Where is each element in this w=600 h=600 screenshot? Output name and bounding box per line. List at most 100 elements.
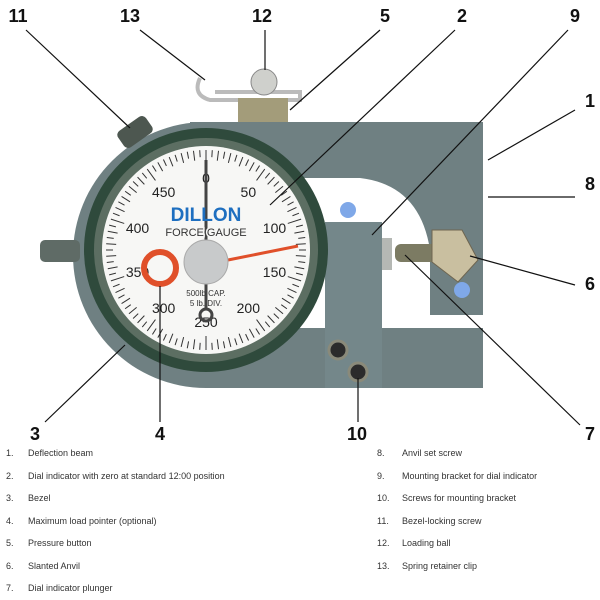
callout-line [469, 255, 576, 286]
callout-line [44, 344, 126, 423]
legend-number: 11. [377, 515, 389, 526]
dial-tick [146, 168, 156, 181]
legend-item: 11. Bezel-locking screw [377, 516, 482, 526]
callout-number: 12 [252, 6, 272, 26]
dial-brand: DILLON [171, 205, 242, 226]
legend-number: 8. [377, 448, 385, 458]
dial-tick [222, 151, 226, 159]
legend-number: 13. [377, 560, 390, 571]
slanted-anvil [431, 229, 479, 283]
legend-number: 5. [6, 538, 14, 548]
dial-tick [107, 230, 118, 234]
dial-scale-label: 300 [152, 300, 176, 316]
dial-tick [267, 315, 275, 324]
dial-tick [121, 195, 131, 203]
callout-line [371, 29, 569, 236]
dial-needle-tail [198, 307, 214, 323]
dial-tick [281, 195, 291, 203]
max-load-pointer-ring [141, 249, 179, 287]
legend-text: Dial indicator with zero at standard 12:… [28, 470, 225, 481]
dial-scale-label: 200 [237, 300, 261, 316]
dial-tick [294, 266, 305, 270]
dial-tick [109, 272, 117, 276]
dial-tick [162, 159, 167, 167]
callout-number: 9 [570, 6, 580, 26]
dial-tick [216, 150, 220, 161]
dial-tick [273, 313, 280, 319]
dial-tick [137, 315, 145, 324]
dial-capacity: 500lb CAP. [186, 289, 225, 298]
callout-line [289, 29, 381, 111]
dial-tick [295, 224, 303, 228]
legend-text: Loading ball [402, 538, 451, 548]
legend-number: 3. [6, 493, 14, 503]
callout-number: 4 [155, 424, 165, 440]
legend-text: Dial indicator plunger [28, 583, 113, 593]
mounting-bracket [325, 222, 382, 388]
legend-text: Pressure button [28, 538, 92, 548]
anvil-screw-cap [454, 282, 470, 298]
legend-item: 13.Spring retainer clip [377, 561, 477, 571]
callout-line [487, 109, 576, 161]
mounting-screw-icon [327, 339, 349, 361]
dial-tick [132, 313, 139, 319]
dial-division: 5 lb. DIV. [190, 299, 222, 308]
callout-number: 7 [585, 424, 595, 440]
dial-tick [227, 337, 232, 347]
legend-item: 10. Screws for mounting bracket [377, 493, 516, 503]
dial-tick [186, 151, 190, 159]
legend-item: 2.Dial indicator with zero at standard 1… [6, 471, 225, 481]
dial-tick [256, 168, 266, 181]
dial-tick [168, 156, 174, 167]
dial-tick [227, 153, 232, 163]
legend-text: Anvil set screw [402, 448, 463, 458]
dial-tick [280, 190, 288, 196]
dial-tick [245, 159, 250, 167]
dial-tick [287, 206, 297, 213]
legend-number: 1. [6, 448, 14, 458]
callout-line [139, 29, 206, 81]
legend-number: 10. [377, 493, 390, 503]
gauge-illustration: 050100150200250300350400450 DILLON FORCE… [8, 6, 595, 440]
callout-number: 1 [585, 91, 595, 111]
dial-tick [287, 218, 302, 224]
dial-scale-label: 450 [152, 184, 176, 200]
dial-tick [112, 283, 120, 288]
plunger-collar [382, 238, 392, 270]
dial-scale-label: 150 [263, 264, 287, 280]
legend-number: 9. [377, 470, 385, 481]
dial-tick [275, 306, 284, 315]
dial-tick [109, 224, 117, 228]
dial-indicator: 050100150200250300350400450 DILLON FORCE… [84, 128, 328, 372]
legend-item: 1.Deflection beam [6, 448, 93, 458]
dial-tick [267, 176, 275, 185]
callout-number: 3 [30, 424, 40, 440]
dial-tick [255, 328, 261, 335]
legend-item: 3.Bezel [6, 493, 51, 503]
legend-number: 7. [6, 583, 14, 593]
callout-line [269, 29, 456, 206]
callout-line [404, 254, 581, 426]
dial-tick [192, 150, 196, 161]
dial-tick [248, 328, 255, 338]
dial-tick [234, 338, 238, 346]
bracket-screw-cap [340, 202, 356, 218]
callout-number: 11 [8, 6, 27, 26]
dial-tick [121, 297, 131, 305]
max-load-pointer [227, 244, 299, 262]
legend-text: Maximum load pointer (optional) [28, 515, 157, 526]
legend-text: Bezel-locking screw [402, 515, 482, 526]
dial-tick [110, 276, 125, 282]
bezel-locking-screw [117, 116, 153, 148]
dial-tick [106, 243, 117, 245]
dial-tick [292, 212, 300, 217]
dial-tick [137, 176, 145, 185]
dial-tick [264, 172, 271, 179]
dial-tick [280, 304, 288, 310]
legend-text: Screws for mounting bracket [402, 493, 517, 503]
dial-tick [292, 283, 300, 288]
callout-number: 10 [347, 424, 367, 440]
callout-line [25, 29, 131, 129]
dial-tick [180, 153, 185, 163]
